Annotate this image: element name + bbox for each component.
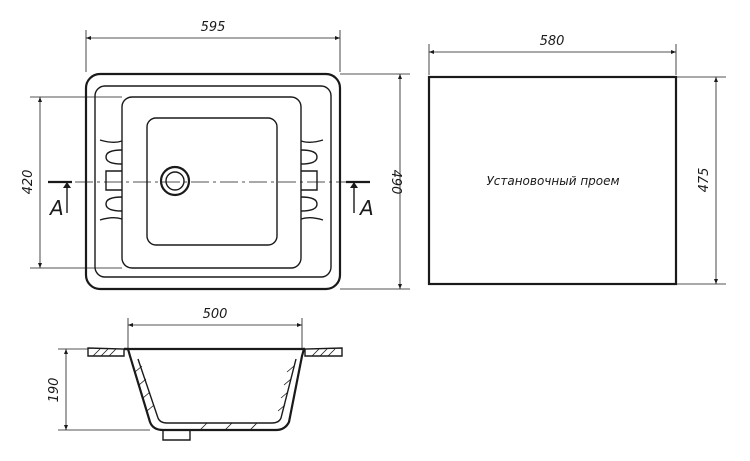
dim-depth-label: 190 <box>47 378 62 403</box>
right-grooves <box>300 139 324 221</box>
dim-top-width-label: 595 <box>201 20 226 35</box>
top-view: A A 595 420 490 <box>21 20 410 291</box>
drain-outer <box>159 165 191 197</box>
dim-section-width <box>127 318 303 349</box>
dim-cutout-width <box>428 44 677 75</box>
cutout-rectangle <box>427 75 678 286</box>
dim-cutout-height-label: 475 <box>697 168 712 193</box>
left-grooves <box>99 139 123 221</box>
dim-inner-height-label: 420 <box>21 170 36 195</box>
dim-section-width-label: 500 <box>203 307 228 322</box>
dim-outer-height <box>340 73 410 290</box>
section-label-right: A <box>358 196 374 220</box>
dim-depth <box>58 348 150 431</box>
section-mark-right <box>346 180 370 213</box>
section-label-left: A <box>48 196 64 220</box>
dim-cutout-width-label: 580 <box>540 34 565 49</box>
dim-inner-height <box>30 96 122 269</box>
section-view: 500 190 <box>47 307 343 441</box>
dim-cutout-height <box>676 76 726 285</box>
section-mark-left <box>48 180 72 213</box>
dim-outer-height-label: 490 <box>388 170 403 195</box>
dim-top-width <box>85 30 341 72</box>
drain-inner <box>165 171 185 191</box>
cutout-view: 580 475 Установочный проем <box>427 34 726 286</box>
drain-outlet <box>162 430 191 441</box>
cutout-label: Установочный проем <box>486 174 619 188</box>
